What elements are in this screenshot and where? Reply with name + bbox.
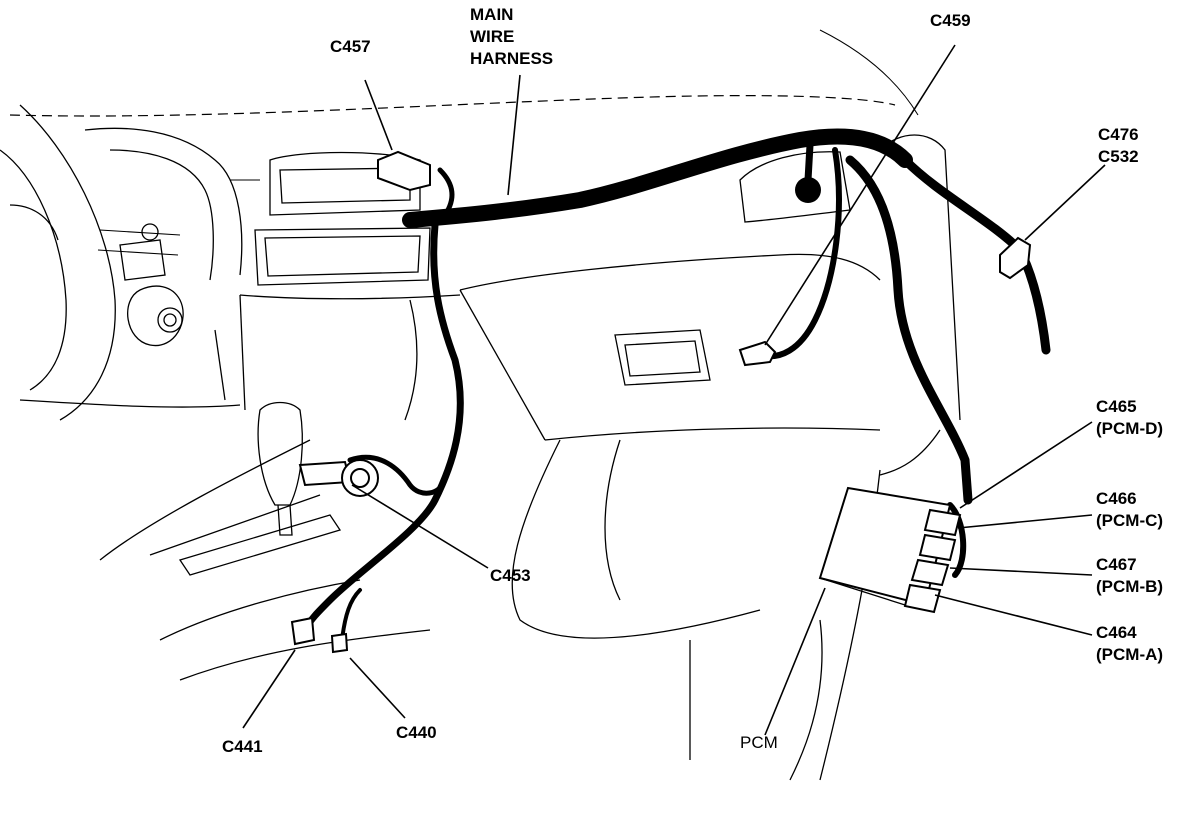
c459-label: C459: [930, 11, 971, 30]
c464-code: C464: [1096, 623, 1137, 642]
passenger-dash: [459, 134, 961, 476]
floor-panel: [511, 439, 881, 781]
c476-c532-label: C476 C532: [1098, 124, 1139, 168]
connectors: [290, 150, 1032, 654]
c532-text: C532: [1098, 147, 1139, 166]
c440-label: C440: [396, 723, 437, 742]
c466-code: C466: [1096, 489, 1137, 508]
c466-label: C466 (PCM-C): [1096, 488, 1163, 532]
center-stack: [239, 151, 461, 421]
main-wire-harness-line-3: HARNESS: [470, 49, 554, 68]
c453-label: C453: [490, 566, 531, 585]
c465-code: C465: [1096, 397, 1137, 416]
c457-label: C457: [330, 37, 371, 56]
dashboard-top-line: [9, 95, 896, 117]
pcm-label: PCM: [740, 733, 778, 752]
steering-wheel: [0, 104, 181, 421]
c464-label: C464 (PCM-A): [1096, 622, 1163, 666]
left-controls: [119, 223, 226, 401]
c465-label: C465 (PCM-D): [1096, 396, 1163, 440]
c465-pcm-d: (PCM-D): [1096, 419, 1164, 438]
c476-text: C476: [1098, 125, 1139, 144]
main-wire-harness-line-1: MAIN: [470, 5, 514, 24]
windshield-edge: [819, 29, 919, 116]
gear-shifter: [149, 401, 342, 576]
instrument-cluster: [84, 127, 260, 281]
leader-lines: [242, 44, 1106, 736]
c467-label: C467 (PCM-B): [1096, 554, 1163, 598]
c441-label: C441: [222, 737, 263, 756]
main-wire-harness-label: MAIN WIRE HARNESS: [470, 4, 553, 70]
center-console: [19, 399, 431, 681]
c467-pcm-b: (PCM-B): [1096, 577, 1164, 596]
main-wire-harness: [301, 128, 1051, 642]
pcm-unit: [818, 486, 962, 614]
main-wire-harness-line-2: WIRE: [470, 27, 515, 46]
c466-pcm-c: (PCM-C): [1096, 511, 1164, 530]
c464-pcm-a: (PCM-A): [1096, 645, 1164, 664]
c467-code: C467: [1096, 555, 1137, 574]
